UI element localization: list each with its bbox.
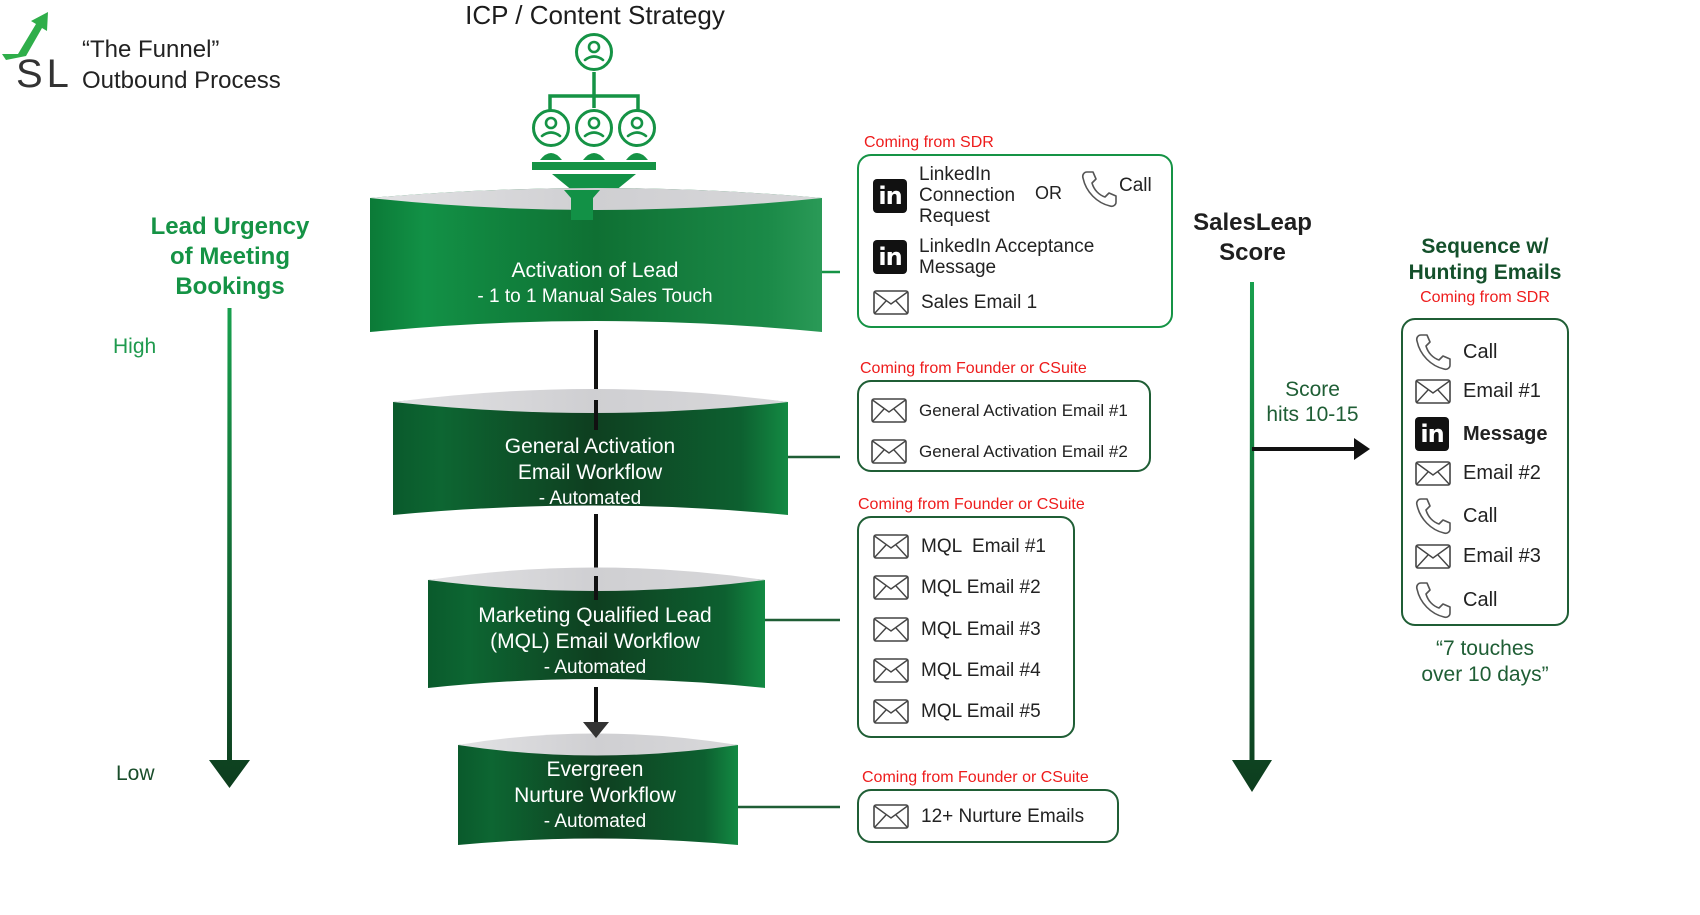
or-label: OR (1035, 183, 1062, 203)
icp-content-strategy-label: ICP / Content Strategy (465, 0, 725, 30)
saleslead-score-title: SalesLeap Score (1193, 209, 1312, 266)
sdr-touch-box: in LinkedIn Connection Request OR Call i… (857, 154, 1173, 328)
funnel-tier-2-label: General Activation Email Workflow - Auto… (504, 435, 676, 509)
list-item: 12+ Nurture Emails (873, 804, 1084, 829)
lead-urgency-title: Lead Urgency of Meeting Bookings (150, 213, 310, 300)
phone-icon (1415, 333, 1451, 371)
list-item: in LinkedIn Acceptance Message (873, 236, 1094, 278)
urgency-down-arrow-icon (209, 308, 250, 788)
right-arrow-icon (1252, 438, 1370, 460)
linkedin-icon: in (1415, 417, 1449, 451)
list-item: Email #1 (1415, 379, 1541, 404)
box1-source-label: Coming from SDR (864, 134, 994, 151)
list-item: Email #3 (1415, 544, 1541, 569)
funnel-tier-4-label: Evergreen Nurture Workflow - Automated (514, 758, 676, 832)
list-item: MQL Email #1 (873, 534, 1046, 559)
linkedin-icon: in (873, 240, 907, 274)
funnel-tier-1 (370, 188, 822, 332)
funnel-tier-2 (393, 389, 788, 515)
sequence-source-label: Coming from SDR (1420, 289, 1550, 306)
list-item: General Activation Email #2 (871, 439, 1128, 464)
funnel-tier-3-label: Marketing Qualified Lead (MQL) Email Wor… (478, 604, 712, 678)
list-item: Call (1415, 333, 1497, 371)
urgency-low-label: Low (116, 762, 155, 785)
page-title: “The Funnel” Outbound Process (82, 34, 281, 96)
funnel-tier-1-label: Activation of Lead - 1 to 1 Manual Sales… (477, 259, 713, 307)
mail-icon (1415, 544, 1451, 569)
mail-icon (873, 699, 909, 724)
nurture-email-box: 12+ Nurture Emails (857, 789, 1119, 843)
list-item: MQL Email #2 (873, 575, 1041, 600)
list-item: MQL Email #5 (873, 699, 1041, 724)
box4-source-label: Coming from Founder or CSuite (862, 769, 1089, 786)
phone-icon (1415, 497, 1451, 535)
sequence-title: Sequence w/ Hunting Emails (1408, 235, 1562, 284)
phone-icon (1415, 581, 1451, 619)
linkedin-icon: in (873, 178, 907, 213)
list-item: MQL Email #4 (873, 658, 1041, 683)
mail-icon (871, 398, 907, 423)
mail-icon (873, 658, 909, 683)
mail-icon (873, 534, 909, 559)
phone-icon (1081, 170, 1117, 208)
logo: SL (0, 8, 75, 96)
box2-source-label: Coming from Founder or CSuite (860, 360, 1087, 377)
mail-icon (1415, 379, 1451, 404)
funnel (370, 188, 840, 845)
page-title-line1: “The Funnel” (82, 36, 220, 63)
list-item: Call (1081, 170, 1152, 208)
score-down-arrow-icon (1232, 282, 1272, 792)
mql-email-box: MQL Email #1 MQL Email #2 MQL Email #3 M… (857, 516, 1075, 738)
list-item: in LinkedIn Connection Request (873, 164, 1015, 227)
urgency-high-label: High (113, 335, 157, 358)
list-item: MQL Email #3 (873, 617, 1041, 642)
mail-icon (873, 804, 909, 829)
box3-source-label: Coming from Founder or CSuite (858, 496, 1085, 513)
sequence-summary: “7 touches over 10 days” (1421, 637, 1549, 686)
list-item: Call (1415, 581, 1497, 619)
mail-icon (873, 575, 909, 600)
logo-letters: SL (16, 52, 73, 96)
mail-icon (873, 290, 909, 315)
list-item: General Activation Email #1 (871, 398, 1128, 423)
score-trigger-label: Score hits 10-15 (1266, 378, 1359, 426)
mail-icon (1415, 461, 1451, 486)
mail-icon (873, 617, 909, 642)
funnel-tier-4 (458, 733, 738, 845)
list-item: Call (1415, 497, 1497, 535)
general-activation-box: General Activation Email #1 General Acti… (857, 380, 1151, 472)
list-item: Sales Email 1 (873, 290, 1037, 315)
growth-arrow-icon (2, 12, 48, 60)
list-item: Email #2 (1415, 461, 1541, 486)
page-title-line2: Outbound Process (82, 67, 281, 94)
mail-icon (871, 439, 907, 464)
